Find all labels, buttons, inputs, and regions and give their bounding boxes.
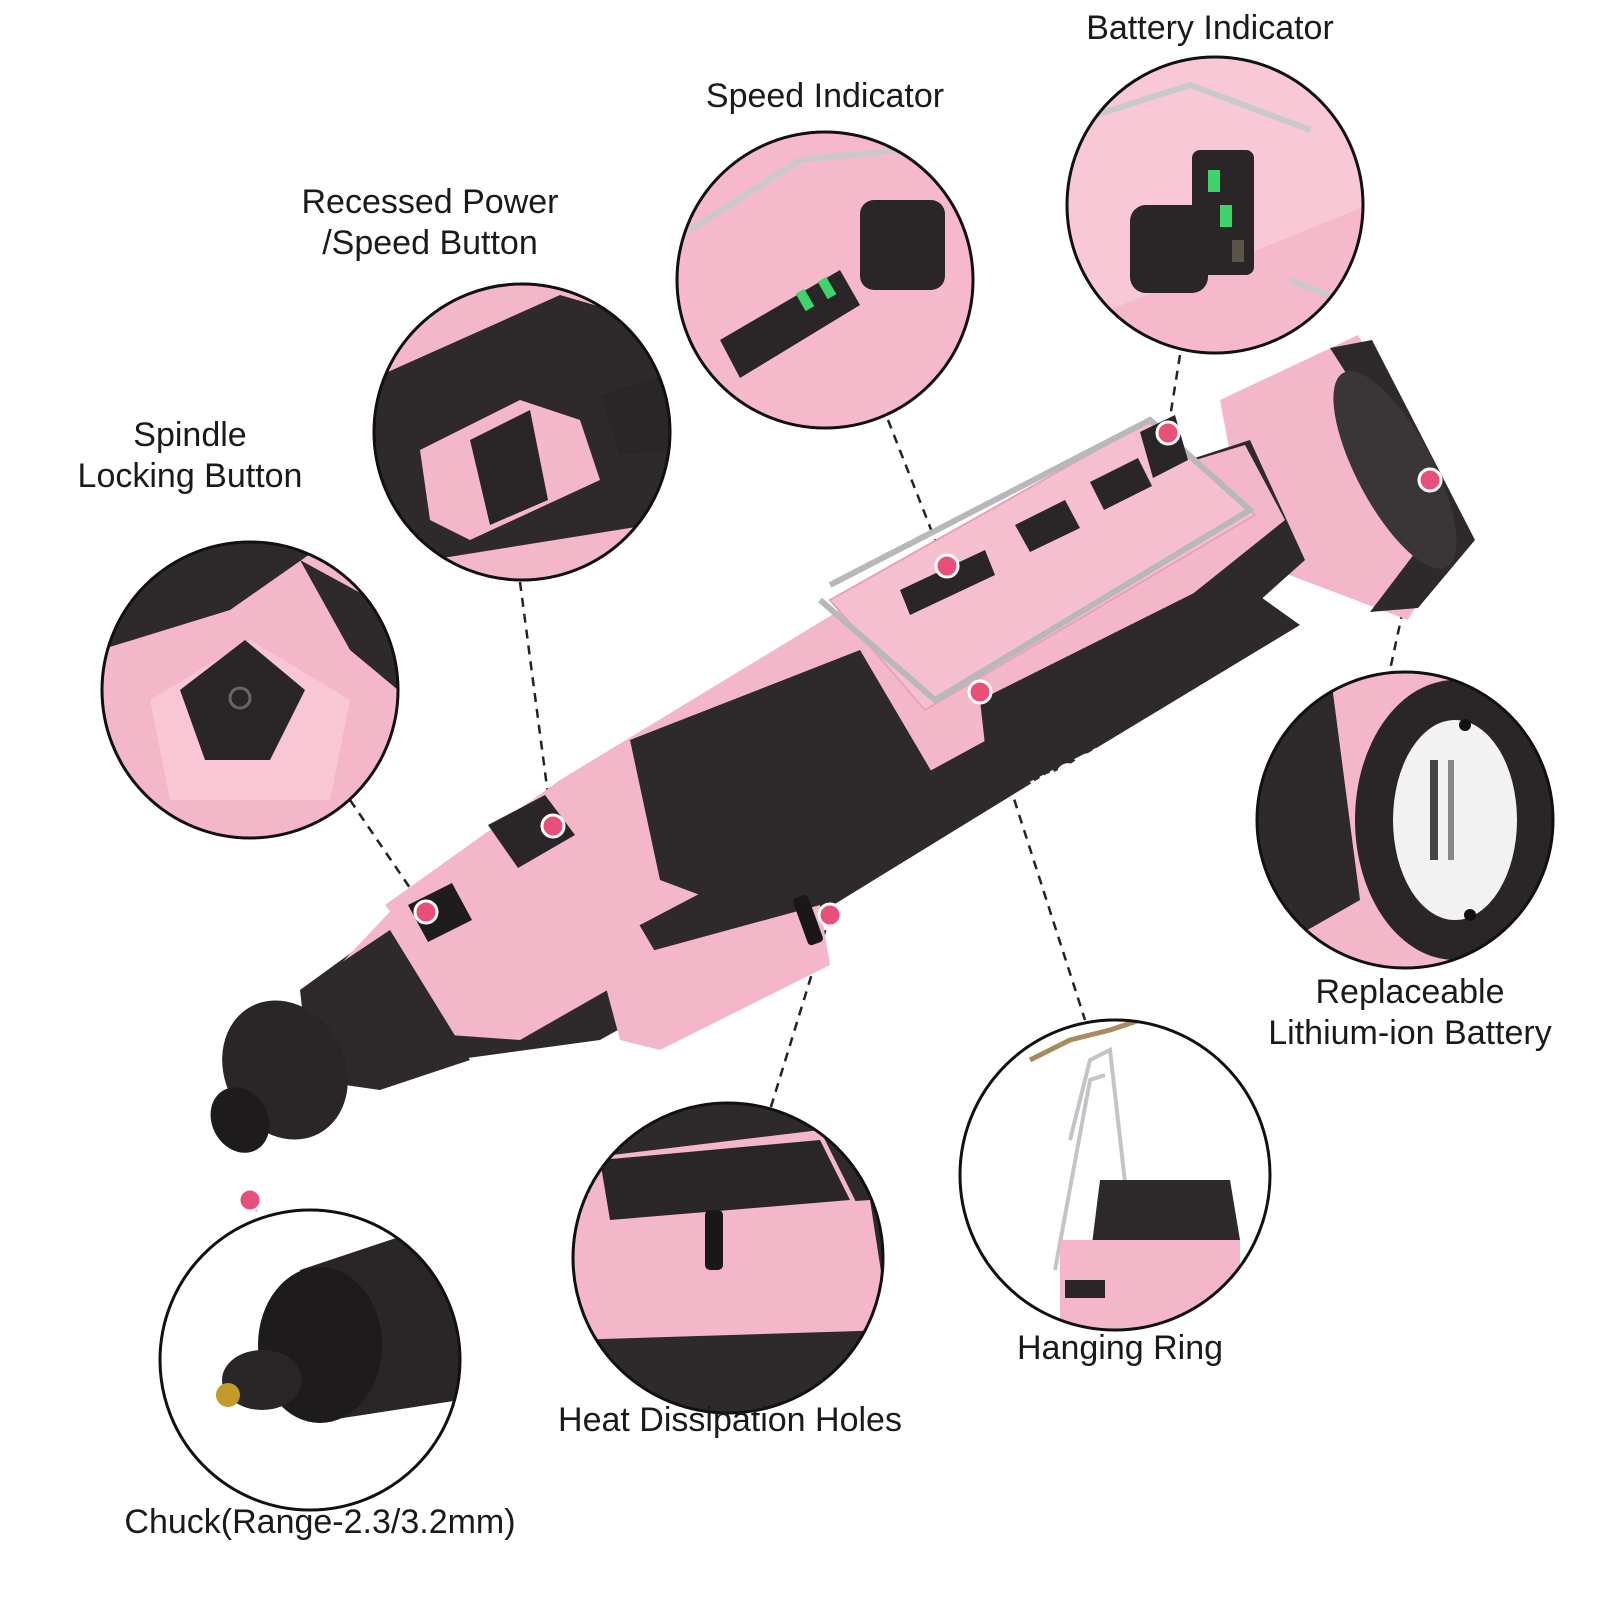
battery-indicator-closeup	[1065, 55, 1365, 355]
rotary-tool: WORKPRO	[210, 335, 1475, 1153]
dot-hanging-ring	[967, 679, 993, 705]
label-hanging-ring: Hanging Ring	[1000, 1328, 1240, 1369]
label-battery-indicator: Battery Indicator	[1060, 8, 1360, 49]
label-power-button: Recessed Power /Speed Button	[270, 182, 590, 264]
dot-heat-holes	[817, 902, 843, 928]
label-line: Replaceable	[1315, 973, 1505, 1011]
leader-power-button	[518, 581, 554, 826]
label-chuck: Chuck(Range-2.3/3.2mm)	[100, 1502, 540, 1543]
dot-chuck	[237, 1187, 263, 1213]
label-speed-indicator: Speed Indicator	[665, 76, 985, 117]
dot-battery	[1417, 467, 1443, 493]
spindle-lock-closeup	[100, 540, 400, 840]
leader-spindle-lock	[348, 799, 427, 911]
label-line: Speed Indicator	[705, 77, 945, 115]
label-line: /Speed Button	[322, 224, 538, 262]
hanging-ring-closeup	[958, 1018, 1272, 1332]
dot-speed-indicator	[934, 553, 960, 579]
heat-holes-closeup	[571, 1101, 885, 1415]
power-button-closeup	[372, 282, 672, 582]
label-heat-holes: Heat Dissipation Holes	[530, 1400, 930, 1441]
label-line: Chuck(Range-2.3/3.2mm)	[124, 1503, 516, 1541]
callout-dots	[237, 420, 1443, 1213]
label-line: Battery Indicator	[1086, 9, 1334, 47]
leader-battery-indicator	[1166, 354, 1182, 431]
label-line: Heat Dissipation Holes	[558, 1401, 902, 1439]
battery-closeup	[1255, 670, 1555, 970]
speed-indicator-closeup	[675, 130, 975, 430]
label-spindle-lock: Spindle Locking Button	[40, 415, 340, 497]
label-line: Hanging Ring	[1016, 1329, 1224, 1367]
label-battery: Replaceable Lithium-ion Battery	[1240, 972, 1580, 1054]
dot-spindle-lock	[413, 899, 439, 925]
dot-power-button	[540, 813, 566, 839]
chuck-closeup	[158, 1208, 462, 1512]
label-line: Locking Button	[77, 457, 303, 495]
dot-battery-indicator	[1155, 420, 1181, 446]
label-line: Recessed Power	[301, 183, 559, 221]
label-line: Lithium-ion Battery	[1268, 1014, 1552, 1052]
label-line: Spindle	[133, 416, 247, 454]
